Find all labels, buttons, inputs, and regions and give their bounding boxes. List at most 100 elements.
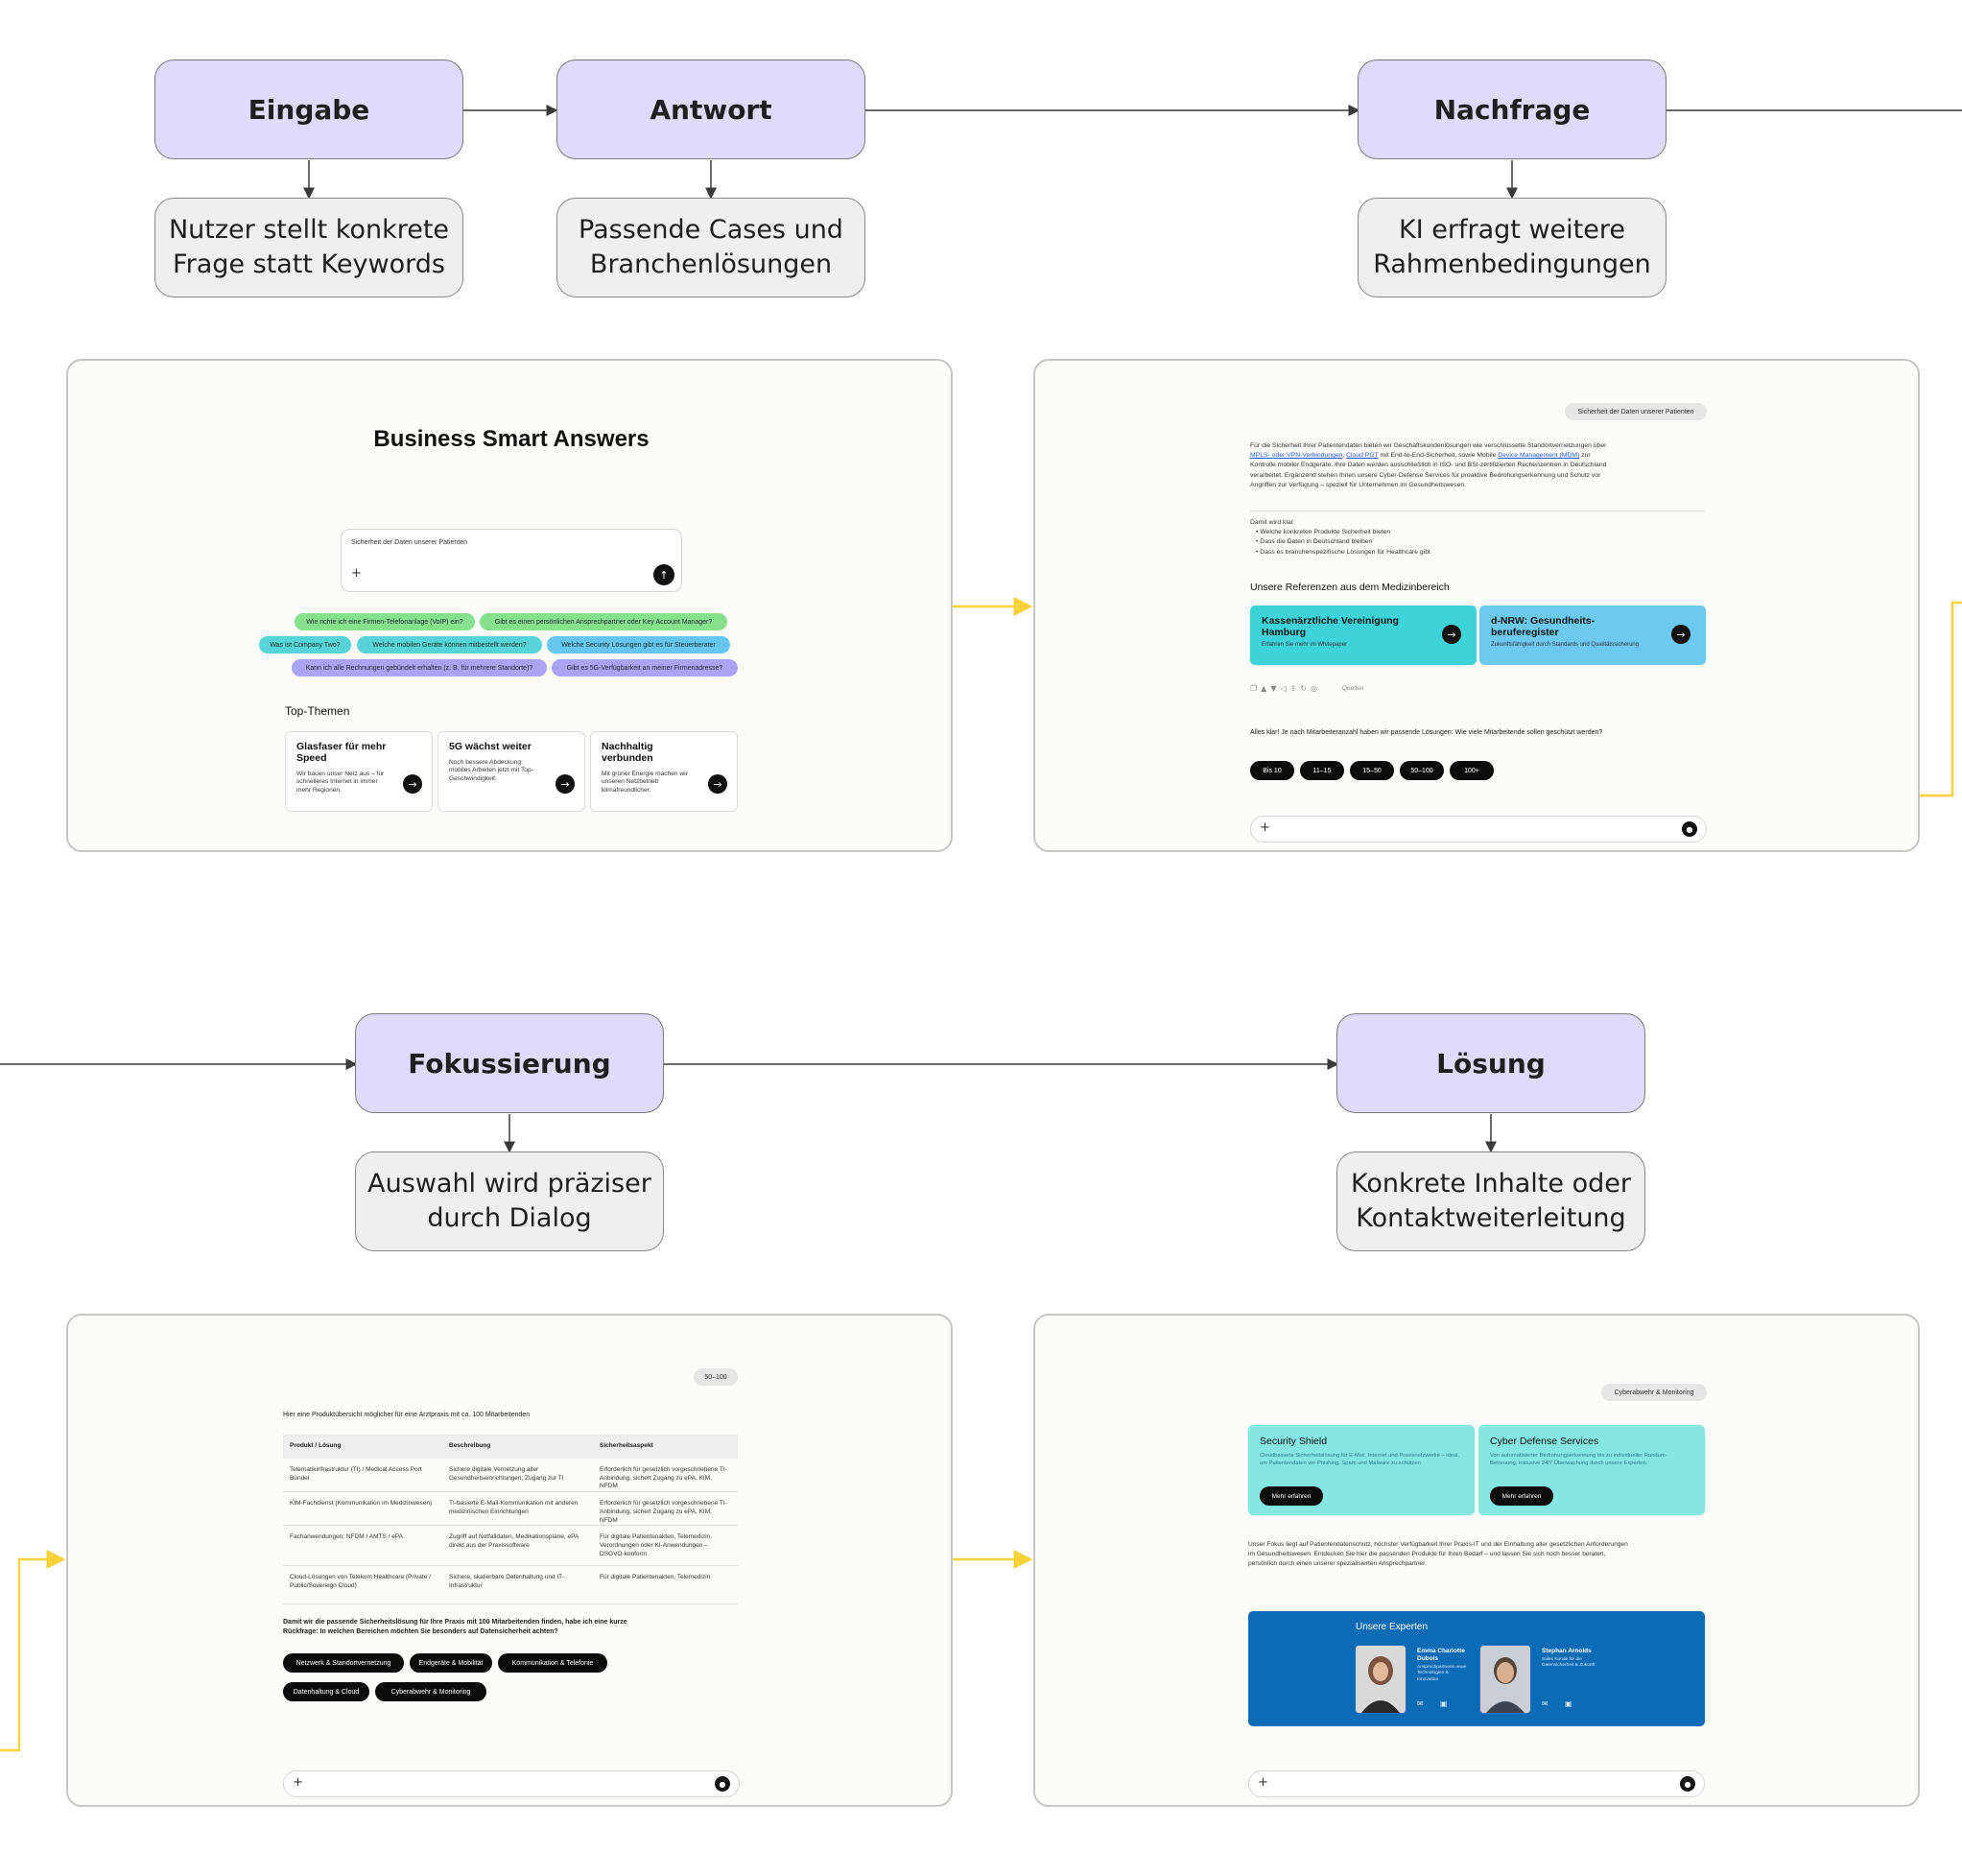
plus-icon[interactable]: + bbox=[293, 1775, 303, 1790]
reference-subtitle: Zukunftsfähigkeit durch Standards und Qu… bbox=[1491, 642, 1640, 649]
topic-title: Glasfaser für mehr Speed bbox=[296, 741, 387, 764]
focus-option[interactable]: Cyberabwehr & Monitoring bbox=[375, 1682, 486, 1701]
suggestion-chip[interactable]: Welche mobilen Geräte können mitbestellt… bbox=[357, 636, 542, 653]
focus-option[interactable]: Datenhaltung & Cloud bbox=[283, 1682, 369, 1701]
step-loesung: Lösung bbox=[1336, 1013, 1645, 1113]
highlight-link-in-screen3 bbox=[0, 1550, 66, 1752]
refresh-icon[interactable]: ↻ bbox=[1300, 684, 1312, 693]
topic-card[interactable]: Nachhaltig verbunden Mit grüner Energie … bbox=[590, 731, 738, 812]
topic-card[interactable]: Glasfaser für mehr Speed Wir bauen unser… bbox=[285, 731, 433, 812]
step-eingabe-description: Nutzer stellt konkrete Frage statt Keywo… bbox=[154, 198, 463, 297]
table-header: Sicherheitsaspekt bbox=[593, 1435, 738, 1459]
mail-icon[interactable]: ✉ bbox=[1417, 1699, 1424, 1708]
arrow-right-icon[interactable]: → bbox=[1671, 625, 1690, 644]
arrow-right-icon[interactable]: → bbox=[1442, 625, 1461, 644]
arrow-right-icon[interactable]: → bbox=[556, 774, 575, 794]
more-button[interactable]: Mehr erfahren bbox=[1260, 1486, 1323, 1506]
topics-heading: Top-Themen bbox=[285, 704, 350, 718]
link-mpls-vpn[interactable]: MPLS- oder VPN-Verbindungen bbox=[1250, 452, 1343, 460]
step-antwort-description: Passende Cases und Branchenlösungen bbox=[556, 198, 865, 297]
topic-card[interactable]: 5G wächst weiter Noch bessere Abdeckung:… bbox=[437, 731, 585, 812]
query-tag: Cyberabwehr & Monitoring bbox=[1601, 1384, 1707, 1401]
sources-icon[interactable]: ◎ bbox=[1311, 684, 1322, 693]
sources-label[interactable]: Quellen bbox=[1342, 685, 1364, 692]
topic-text: Mit grüner Energie machen wir unseren Ne… bbox=[602, 770, 688, 794]
table-row: Fachanwendungen: NFDM / AMTS / ePA Zugri… bbox=[283, 1525, 738, 1567]
step-fokussierung-description: Auswahl wird präziser durch Dialog bbox=[355, 1152, 664, 1251]
microphone-icon[interactable]: ● bbox=[1680, 1776, 1695, 1792]
screen-start: Business Smart Answers Sicherheit der Da… bbox=[66, 359, 953, 852]
expert-role: Ansprechpartnerin neue Technologien & In… bbox=[1417, 1665, 1467, 1682]
suggestion-chip[interactable]: Wie richte ich eine Firmen-Telefonanlage… bbox=[295, 613, 475, 630]
table-cell: Zugriff auf Notfalldaten, Medikationsplä… bbox=[442, 1525, 593, 1567]
summary-intro: Damit wird klar: bbox=[1250, 519, 1295, 526]
thumbs-down-icon[interactable]: ▼ bbox=[1270, 684, 1281, 693]
suggestion-chip[interactable]: Gibt es einen persönlichen Ansprechpartn… bbox=[480, 613, 727, 630]
table-header: Produkt / Lösung bbox=[283, 1435, 442, 1459]
suggestion-chip[interactable]: Was ist Company Two? bbox=[259, 636, 351, 653]
size-option[interactable]: 50–100 bbox=[1400, 761, 1444, 780]
summary-item: Dass es branchenspezifische Lösungen für… bbox=[1260, 548, 1430, 556]
size-option[interactable]: 15–50 bbox=[1350, 761, 1394, 780]
share-icon[interactable]: ⇪ bbox=[1289, 684, 1301, 693]
reference-card[interactable]: d-NRW: Gesundheits-beruferegister Zukunf… bbox=[1479, 606, 1706, 665]
focus-option[interactable]: Netzwerk & Standortvernetzung bbox=[283, 1653, 404, 1673]
speaker-icon[interactable]: ◁ bbox=[1280, 684, 1290, 693]
query-tag: Sicherheit der Daten unserer Patienten bbox=[1565, 403, 1707, 420]
step-nachfrage: Nachfrage bbox=[1358, 59, 1667, 159]
product-text: Cloudbasierte Sicherheitslösung für E-Ma… bbox=[1260, 1453, 1460, 1467]
overview-intro: Hier eine Produktübersicht möglicher für… bbox=[283, 1412, 531, 1418]
product-card[interactable]: Security Shield Cloudbasierte Sicherheit… bbox=[1248, 1425, 1475, 1515]
topic-text: Wir bauen unser Netz aus – für schneller… bbox=[296, 770, 385, 794]
arrow-right-icon[interactable]: → bbox=[403, 774, 422, 794]
suggestion-chip[interactable]: Gibt es 5G-Verfügbarkeit an meiner Firme… bbox=[552, 659, 738, 677]
step-eingabe: Eingabe bbox=[154, 59, 463, 159]
microphone-icon[interactable]: ● bbox=[715, 1776, 730, 1792]
screen-focus: 50–100 Hier eine Produktübersicht möglic… bbox=[66, 1314, 953, 1807]
chat-input[interactable]: + ● bbox=[1250, 816, 1707, 843]
size-question: Alles klar! Je nach Mitarbeiteranzahl ha… bbox=[1250, 729, 1603, 736]
suggestion-chip[interactable]: Welche Security Lösungen gibt es für Ste… bbox=[547, 636, 730, 653]
table-cell: Für digitale Patientenakten, Telemedizin bbox=[593, 1565, 738, 1605]
expert-photo bbox=[1356, 1646, 1406, 1713]
link-cloud-pgt[interactable]: Cloud PGT bbox=[1346, 452, 1379, 460]
topic-title: 5G wächst weiter bbox=[449, 741, 532, 752]
table-row: Telematikinfrastruktur (TI) / Medical Ac… bbox=[283, 1458, 738, 1493]
product-card[interactable]: Cyber Defense Services Von automatisiert… bbox=[1478, 1425, 1705, 1515]
product-title: Security Shield bbox=[1260, 1436, 1328, 1447]
focus-option[interactable]: Kommunikation & Telefonie bbox=[498, 1653, 607, 1673]
solution-paragraph: Unser Fokus liegt auf Patientendatenschu… bbox=[1248, 1541, 1628, 1567]
plus-icon[interactable]: + bbox=[1260, 820, 1270, 835]
topic-title: Nachhaltig verbunden bbox=[602, 741, 653, 764]
arrow-right-icon[interactable]: → bbox=[708, 774, 727, 794]
reference-card[interactable]: Kassenärztliche Vereinigung Hamburg Erfa… bbox=[1250, 606, 1477, 665]
linkedin-icon[interactable]: ▣ bbox=[1565, 1699, 1572, 1708]
arrow-up-icon[interactable]: ↑ bbox=[653, 564, 674, 585]
suggestion-chip[interactable]: Kann ich alle Rechnungen gebündelt erhal… bbox=[292, 659, 547, 677]
thumbs-up-icon[interactable]: ▲ bbox=[1261, 684, 1271, 693]
mail-icon[interactable]: ✉ bbox=[1542, 1699, 1548, 1708]
focus-question: Damit wir die passende Sicherheitslösung… bbox=[283, 1619, 627, 1636]
chat-input[interactable]: + ● bbox=[1248, 1770, 1705, 1797]
feedback-icons: ❐▲▼◁⇪↻◎ bbox=[1250, 684, 1321, 693]
size-option[interactable]: Bis 10 bbox=[1250, 761, 1294, 780]
product-text: Von automatisierter Bedrohungserkennung … bbox=[1490, 1453, 1667, 1467]
table-header-row: Produkt / Lösung Beschreibung Sicherheit… bbox=[283, 1435, 738, 1459]
search-box[interactable]: Sicherheit der Daten unserer Patienten +… bbox=[341, 529, 682, 592]
plus-icon[interactable]: + bbox=[351, 566, 362, 581]
microphone-icon[interactable]: ● bbox=[1682, 821, 1697, 837]
reference-title: Kassenärztliche Vereinigung Hamburg bbox=[1262, 615, 1399, 639]
more-button[interactable]: Mehr erfahren bbox=[1490, 1486, 1553, 1506]
focus-option[interactable]: Endgeräte & Mobilität bbox=[410, 1653, 492, 1673]
copy-icon[interactable]: ❐ bbox=[1250, 684, 1262, 693]
chat-input[interactable]: + ● bbox=[283, 1770, 740, 1797]
link-mdm[interactable]: Device Management (MDM) bbox=[1498, 452, 1580, 460]
screen-solution: Cyberabwehr & Monitoring Security Shield… bbox=[1033, 1314, 1920, 1807]
size-option[interactable]: 11–15 bbox=[1300, 761, 1344, 780]
linkedin-icon[interactable]: ▣ bbox=[1440, 1699, 1448, 1708]
table-row: Cloud-Lösungen von Telekom Healthcare (P… bbox=[283, 1565, 738, 1605]
plus-icon[interactable]: + bbox=[1258, 1775, 1268, 1790]
search-input[interactable]: Sicherheit der Daten unserer Patienten bbox=[351, 539, 468, 546]
table-header: Beschreibung bbox=[442, 1435, 593, 1459]
size-option[interactable]: 100+ bbox=[1450, 761, 1494, 780]
